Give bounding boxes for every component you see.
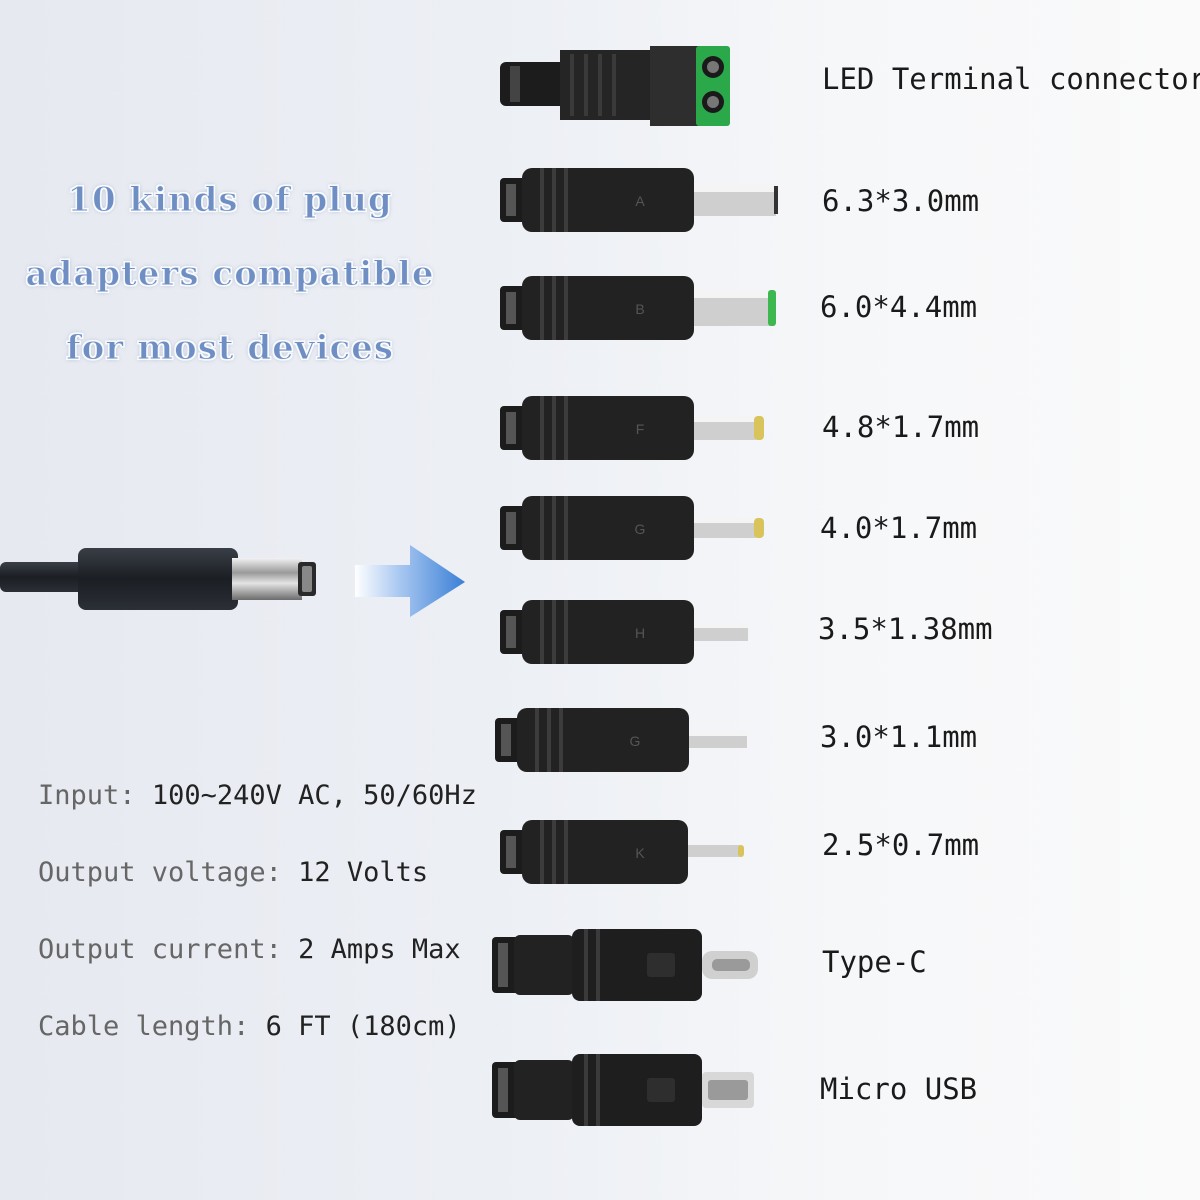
adapter-g2-letter: G — [630, 733, 641, 749]
adapter-label-4-0x1-7: 4.0*1.7mm — [820, 511, 978, 545]
adapter-k-image: K — [500, 820, 744, 884]
adapter-label-led-terminal: LED Terminal connector — [822, 62, 1200, 96]
spec-output-voltage-value: 12 Volts — [298, 857, 429, 888]
adapter-label-6-0x4-4: 6.0*4.4mm — [820, 290, 978, 324]
adapter-label-type-c: Type-C — [822, 945, 927, 979]
dc-cable-plug-image — [0, 548, 316, 610]
adapter-b-image: B — [500, 276, 776, 340]
adapter-f-image: F — [500, 396, 764, 460]
adapter-label-3-0x1-1: 3.0*1.1mm — [820, 720, 978, 754]
adapter-label-4-8x1-7: 4.8*1.7mm — [822, 410, 980, 444]
adapter-label-3-5x1-38: 3.5*1.38mm — [818, 612, 993, 646]
spec-input: Input: 100~240V AC, 50/60Hz — [38, 780, 477, 811]
adapter-g2-image: G — [495, 708, 747, 772]
adapter-label-micro-usb: Micro USB — [820, 1072, 978, 1106]
spec-cable-length-value: 6 FT (180cm) — [265, 1011, 461, 1042]
arrow-right-icon — [355, 545, 465, 617]
spec-output-current: Output current: 2 Amps Max — [38, 934, 461, 965]
headline-line-3: for most devices — [66, 328, 394, 369]
adapter-k-letter: K — [635, 845, 645, 861]
adapter-f-letter: F — [636, 421, 645, 437]
spec-input-value: 100~240V AC, 50/60Hz — [151, 780, 477, 811]
adapter-label-2-5x0-7: 2.5*0.7mm — [822, 828, 980, 862]
headline-line-2: adapters compatible — [25, 254, 435, 295]
headline-line-1: 10 kinds of plug — [67, 180, 393, 221]
spec-output-current-label: Output current: — [38, 934, 282, 965]
adapter-a-letter: A — [635, 193, 645, 209]
adapter-g-letter: G — [635, 521, 646, 537]
adapter-h-image: H — [500, 600, 748, 664]
spec-input-label: Input: — [38, 780, 136, 811]
spec-output-voltage-label: Output voltage: — [38, 857, 282, 888]
adapter-micro-usb-image — [492, 1054, 754, 1126]
adapter-label-6-3x3-0: 6.3*3.0mm — [822, 184, 980, 218]
spec-cable-length-label: Cable length: — [38, 1011, 250, 1042]
adapter-type-c-image — [492, 929, 758, 1001]
spec-cable-length: Cable length: 6 FT (180cm) — [38, 1011, 461, 1042]
spec-output-voltage: Output voltage: 12 Volts — [38, 857, 428, 888]
adapter-a-image: A — [500, 168, 778, 232]
adapter-b-letter: B — [635, 301, 644, 317]
led-terminal-connector-image — [500, 46, 730, 126]
spec-output-current-value: 2 Amps Max — [298, 934, 461, 965]
adapter-h-letter: H — [635, 625, 645, 641]
adapter-g-image: G — [500, 496, 764, 560]
